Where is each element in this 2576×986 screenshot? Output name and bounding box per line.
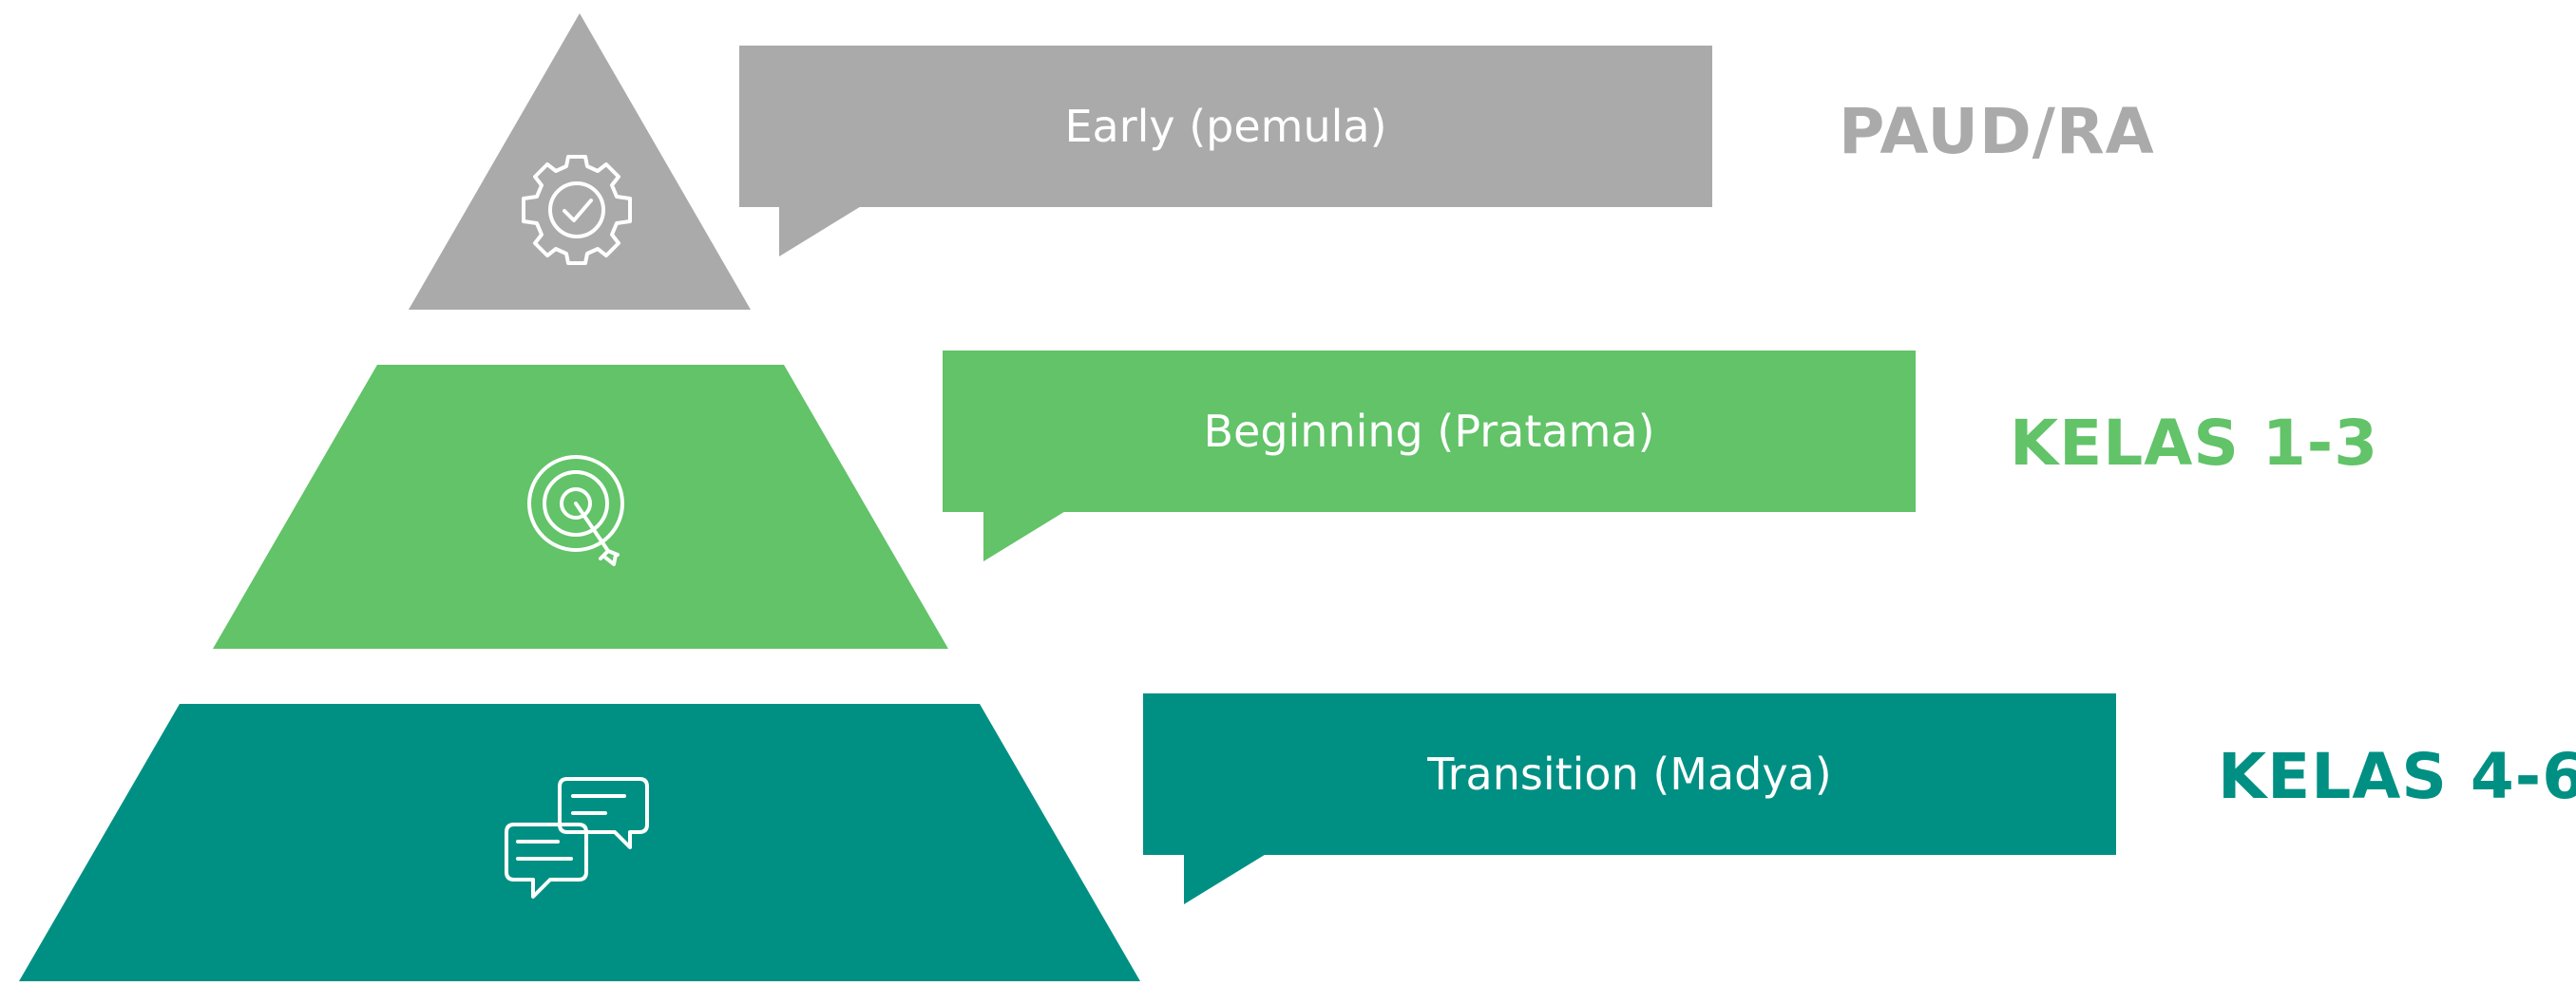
callout-early-label: Early (pemula) <box>1064 101 1387 152</box>
pyramid-tier-transition <box>19 704 1140 981</box>
callout-transition-label: Transition (Madya) <box>1427 749 1832 800</box>
chat-bubbles-icon <box>505 777 649 899</box>
callout-transition <box>1143 693 2116 904</box>
grade-label-paud: PAUD/RA <box>1839 95 2155 168</box>
callout-beginning <box>943 351 1916 561</box>
pyramid-tier-beginning <box>213 365 948 649</box>
grade-label-kelas-4-6: KELAS 4-6 <box>2218 740 2576 813</box>
grade-label-kelas-1-3: KELAS 1-3 <box>2010 407 2379 480</box>
gear-check-icon <box>522 155 632 265</box>
target-arrow-icon <box>527 455 624 566</box>
callout-beginning-label: Beginning (Pratama) <box>1203 406 1655 457</box>
callout-early <box>739 46 1712 256</box>
pyramid-tier-early <box>409 13 751 310</box>
